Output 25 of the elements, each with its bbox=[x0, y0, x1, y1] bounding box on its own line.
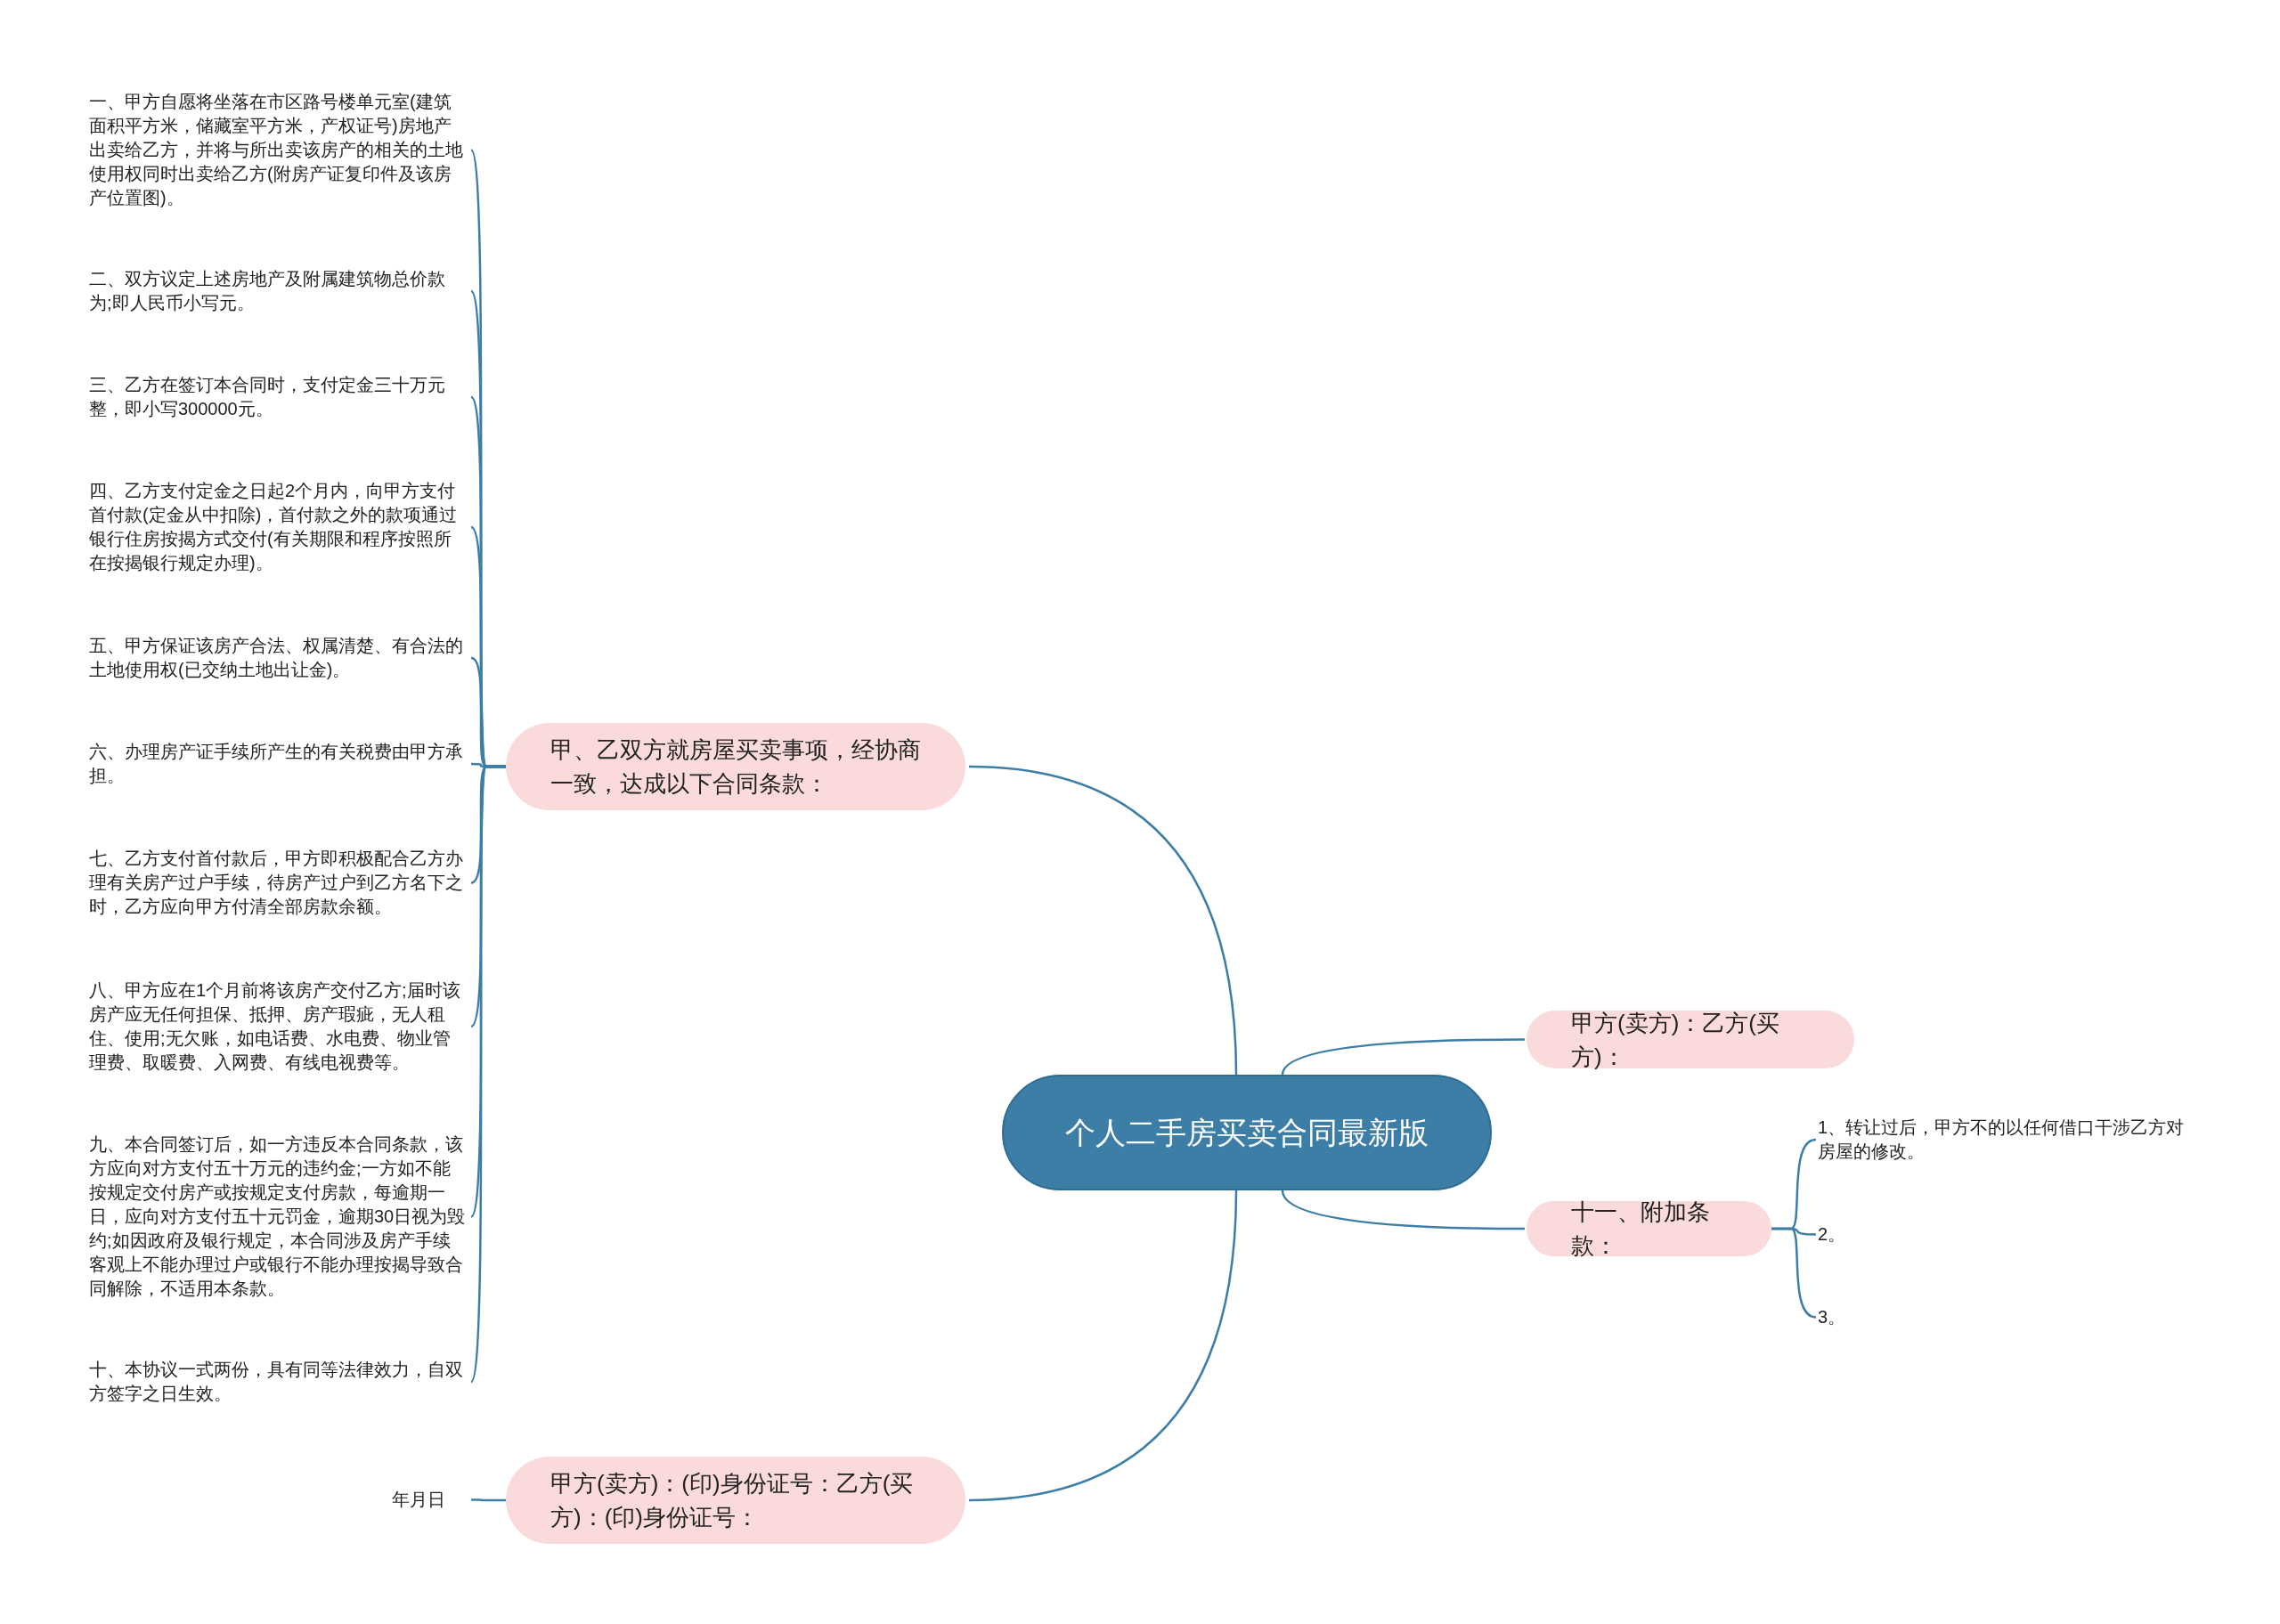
clause-text: 七、乙方支付首付款后，甲方即积极配合乙方办理有关房产过户手续，待房产过户到乙方名下之时，乙方应向甲方付清全部房款余额。 bbox=[89, 847, 468, 919]
clause-text: 六、办理房产证手续所产生的有关税费由甲方承担。 bbox=[89, 740, 468, 788]
clause-text: 九、本合同签订后，如一方违反本合同条款，该方应向对方支付五十万元的违约金;一方如不能按规定交付房产或按规定支付房款，每逾期一日，应向对方支付五十元罚金，逾期30日视为毁约;如因政府及银行规定，本合同涉及房产手续客观上不能办理过户或银行不能办理按揭导致合同解除，不适用本条款。 bbox=[89, 1133, 468, 1301]
clause-text: 三、乙方在签订本合同时，支付定金三十万元整，即小写300000元。 bbox=[89, 373, 468, 421]
topic-box: 甲、乙双方就房屋买卖事项，经协商一致，达成以下合同条款： bbox=[506, 723, 965, 810]
clause-text: 四、乙方支付定金之日起2个月内，向甲方支付首付款(定金从中扣除)，首付款之外的款项通过银行住房按揭方式交付(有关期限和程序按照所在按揭银行规定办理)。 bbox=[89, 479, 468, 575]
clause-text: 1、转让过后，甲方不的以任何借口干涉乙方对房屋的修改。 bbox=[1818, 1116, 2201, 1164]
central-topic: 个人二手房买卖合同最新版 bbox=[1002, 1075, 1492, 1190]
connector-line bbox=[1771, 1227, 1817, 1319]
clause-text: 年月日 bbox=[392, 1488, 468, 1512]
connector-line bbox=[968, 765, 1238, 1076]
clause-text: 八、甲方应在1个月前将该房产交付乙方;届时该房产应无任何担保、抵押、房产瑕疵，无人租住、使用;无欠账，如电话费、水电费、物业管理费、取暖费、入网费、有线电视费等。 bbox=[89, 978, 468, 1075]
clause-text: 十、本协议一式两份，具有同等法律效力，自双方签字之日生效。 bbox=[89, 1358, 468, 1406]
topic-box: 甲方(卖方)：(印)身份证号：乙方(买方)：(印)身份证号： bbox=[506, 1457, 965, 1544]
connector-line bbox=[1281, 1038, 1525, 1076]
clause-text: 一、甲方自愿将坐落在市区路号楼单元室(建筑面积平方米，储藏室平方米，产权证号)房地产出卖给乙方，并将与所出卖该房产的相关的土地使用权同时出卖给乙方(附房产证复印件及该房产位置图)。 bbox=[89, 90, 468, 210]
connector-line bbox=[471, 1498, 506, 1502]
clause-text: 3。 bbox=[1818, 1305, 1871, 1329]
connector-line bbox=[968, 1190, 1238, 1502]
connector-line bbox=[1281, 1190, 1525, 1230]
clause-text: 二、双方议定上述房地产及附属建筑物总价款为;即人民币小写元。 bbox=[89, 267, 468, 315]
clause-text: 2。 bbox=[1818, 1222, 1871, 1246]
topic-box: 甲方(卖方)：乙方(买方)： bbox=[1527, 1011, 1854, 1068]
clause-text: 五、甲方保证该房产合法、权属清楚、有合法的土地使用权(已交纳土地出让金)。 bbox=[89, 634, 468, 682]
topic-box: 十一、附加条款： bbox=[1527, 1201, 1771, 1256]
